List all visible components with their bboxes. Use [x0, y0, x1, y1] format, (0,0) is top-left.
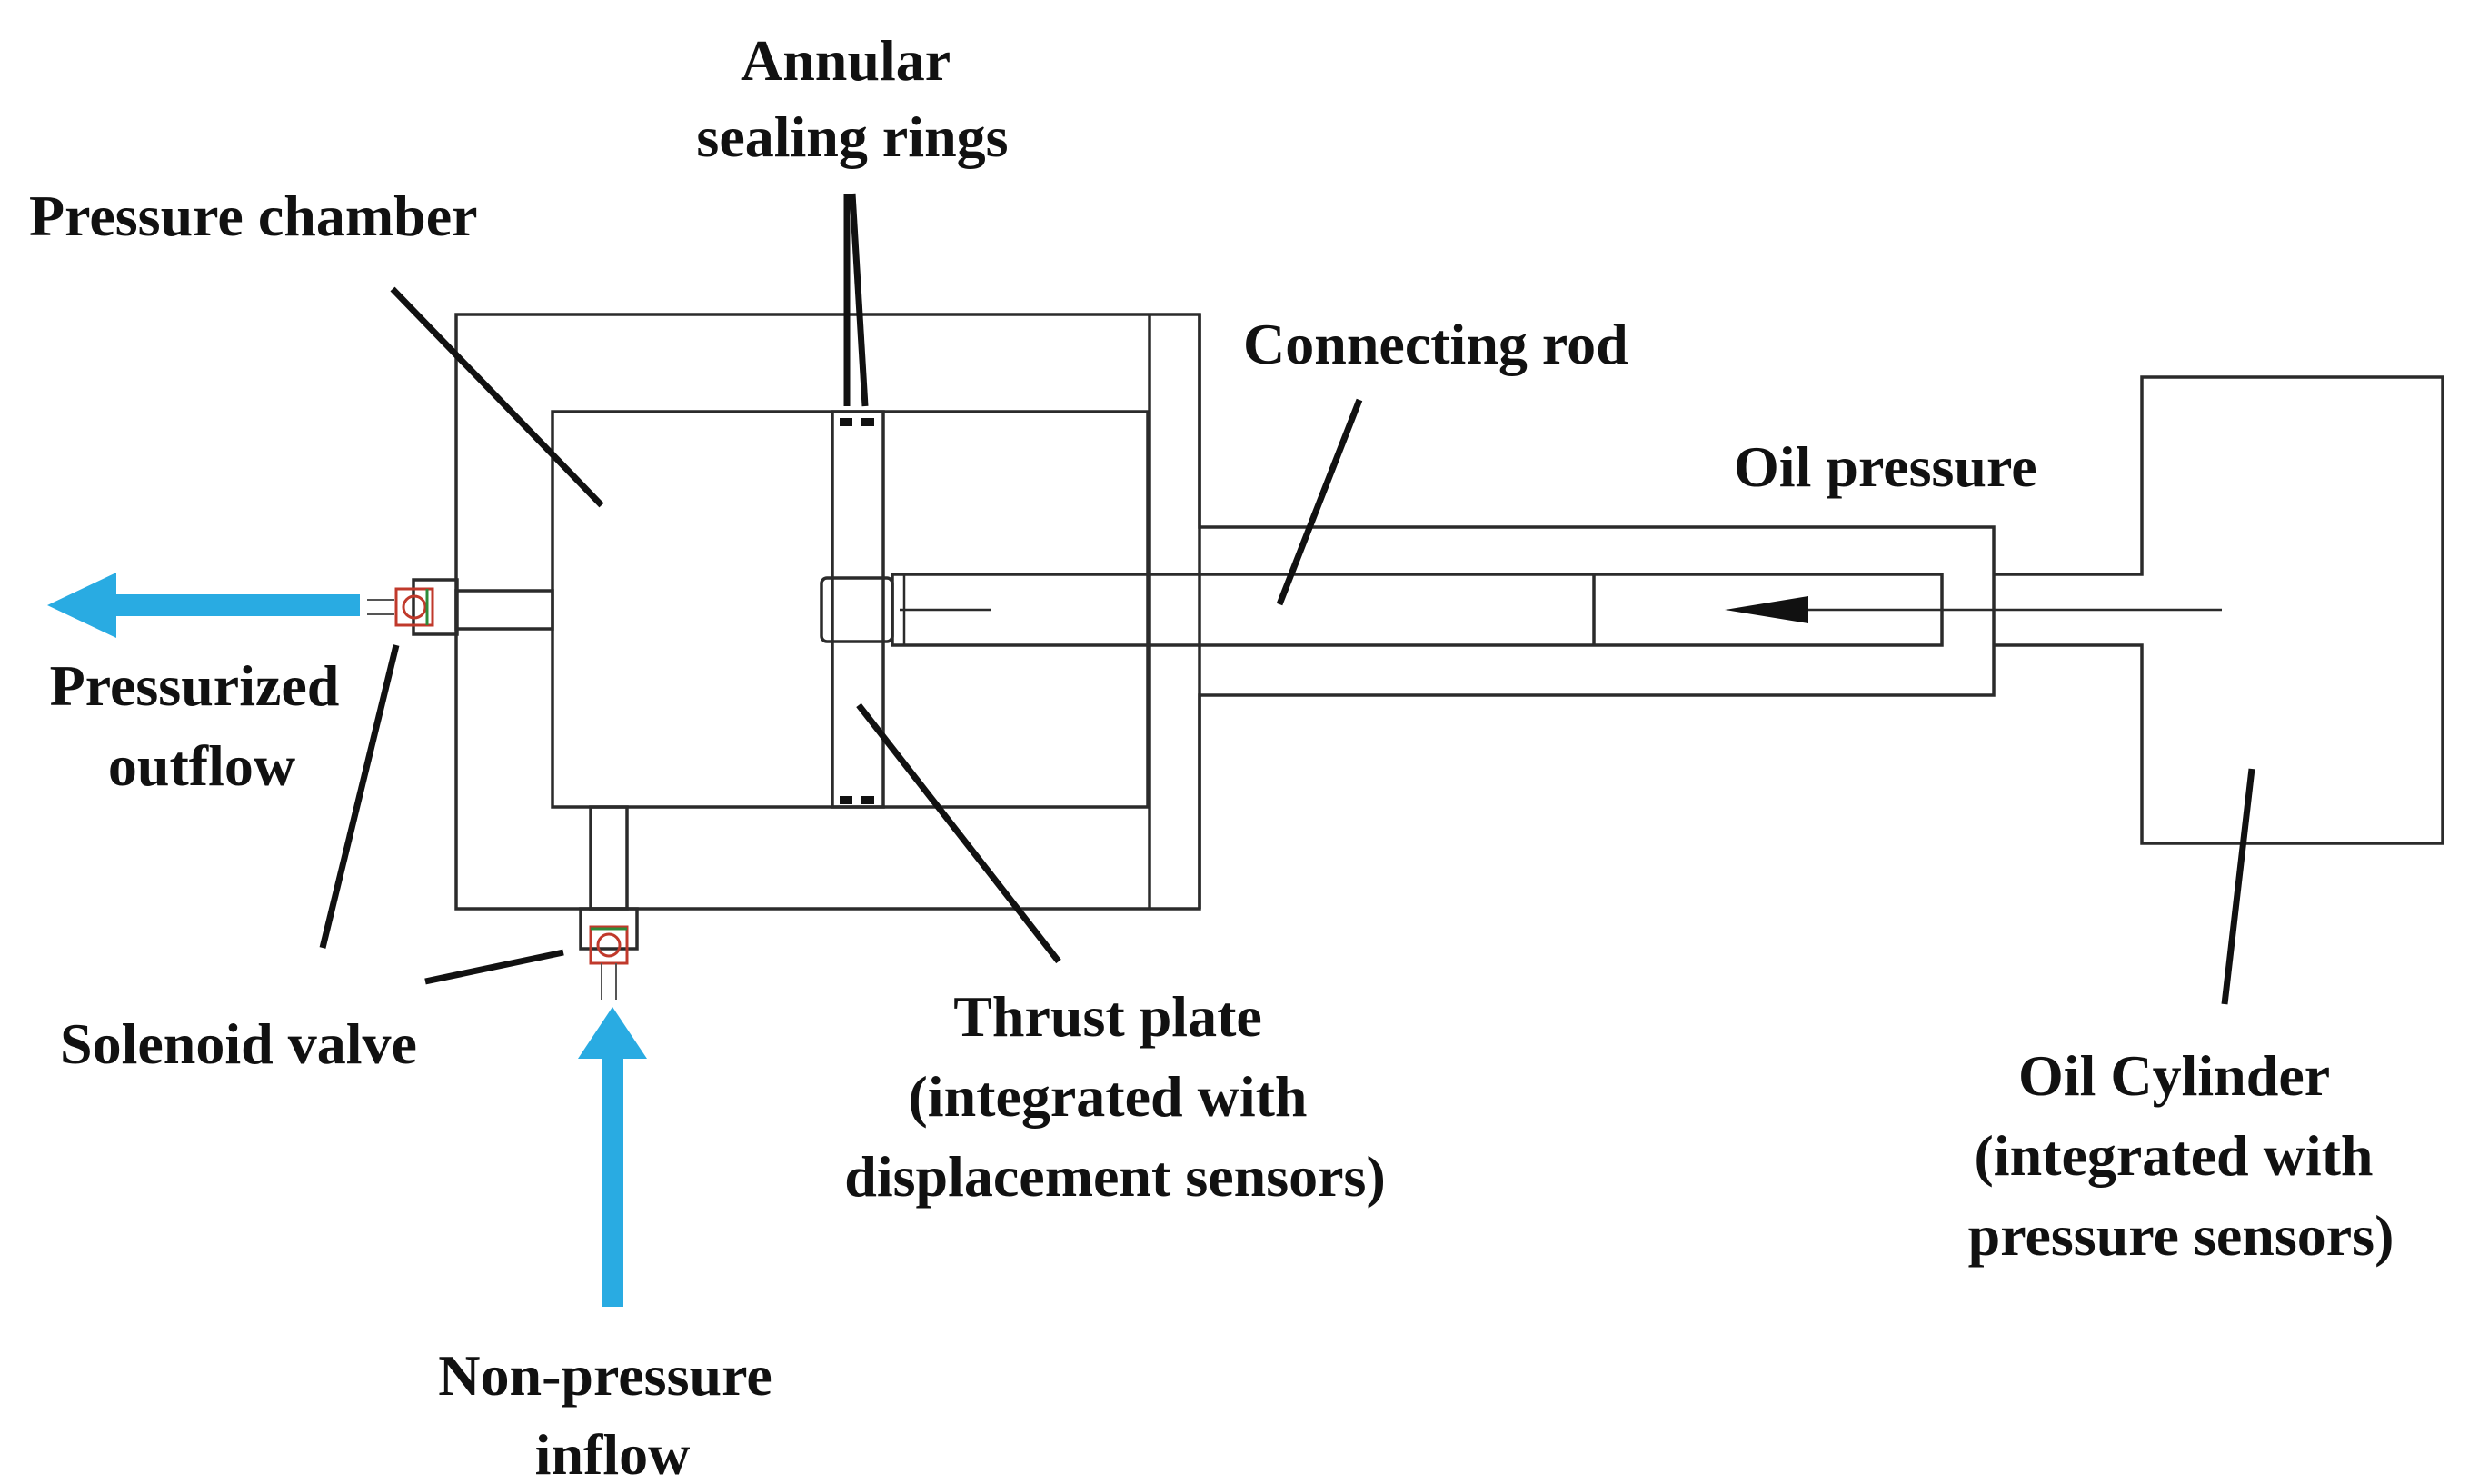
- annular-sealing-ring-top: [840, 418, 852, 426]
- connecting-rod: [820, 573, 2222, 647]
- solenoid-valve-outlet: [367, 587, 434, 627]
- pressure-chamber: [551, 410, 1150, 809]
- non-pressure-inflow-label: Non-pressure inflow: [438, 1343, 786, 1484]
- inlet-pipe: [579, 805, 639, 951]
- annular-sealing-rings-label: Annular sealing rings: [696, 28, 1008, 169]
- connecting-rod-label: Connecting rod: [1243, 312, 1628, 376]
- outlet-pipe: [412, 578, 554, 636]
- thrust-plate: [831, 410, 885, 809]
- annular-sealing-ring-bottom: [840, 796, 852, 804]
- pressure-chamber-label: Pressure chamber: [29, 184, 478, 248]
- labels: Annular sealing rings Pressure chamber C…: [29, 28, 2394, 1484]
- oil-cylinder: [1994, 375, 2444, 845]
- oil-pressure-label: Oil pressure: [1734, 434, 2037, 499]
- pressurized-outflow-arrow: [47, 573, 360, 638]
- leader-lines: [319, 193, 2255, 1005]
- oil-pressure-arrowhead: [1725, 596, 1808, 623]
- solenoid-valve-label: Solenoid valve: [60, 1011, 417, 1076]
- oil-cylinder-label: Oil Cylinder (integrated with pressure s…: [1968, 1043, 2394, 1268]
- solenoid-valve-inlet: [589, 925, 629, 1000]
- thrust-plate-label: Thrust plate (integrated with displaceme…: [844, 984, 1386, 1209]
- non-pressure-inflow-arrow: [578, 1007, 647, 1307]
- pressurized-outflow-label: Pressurized outflow: [50, 653, 354, 798]
